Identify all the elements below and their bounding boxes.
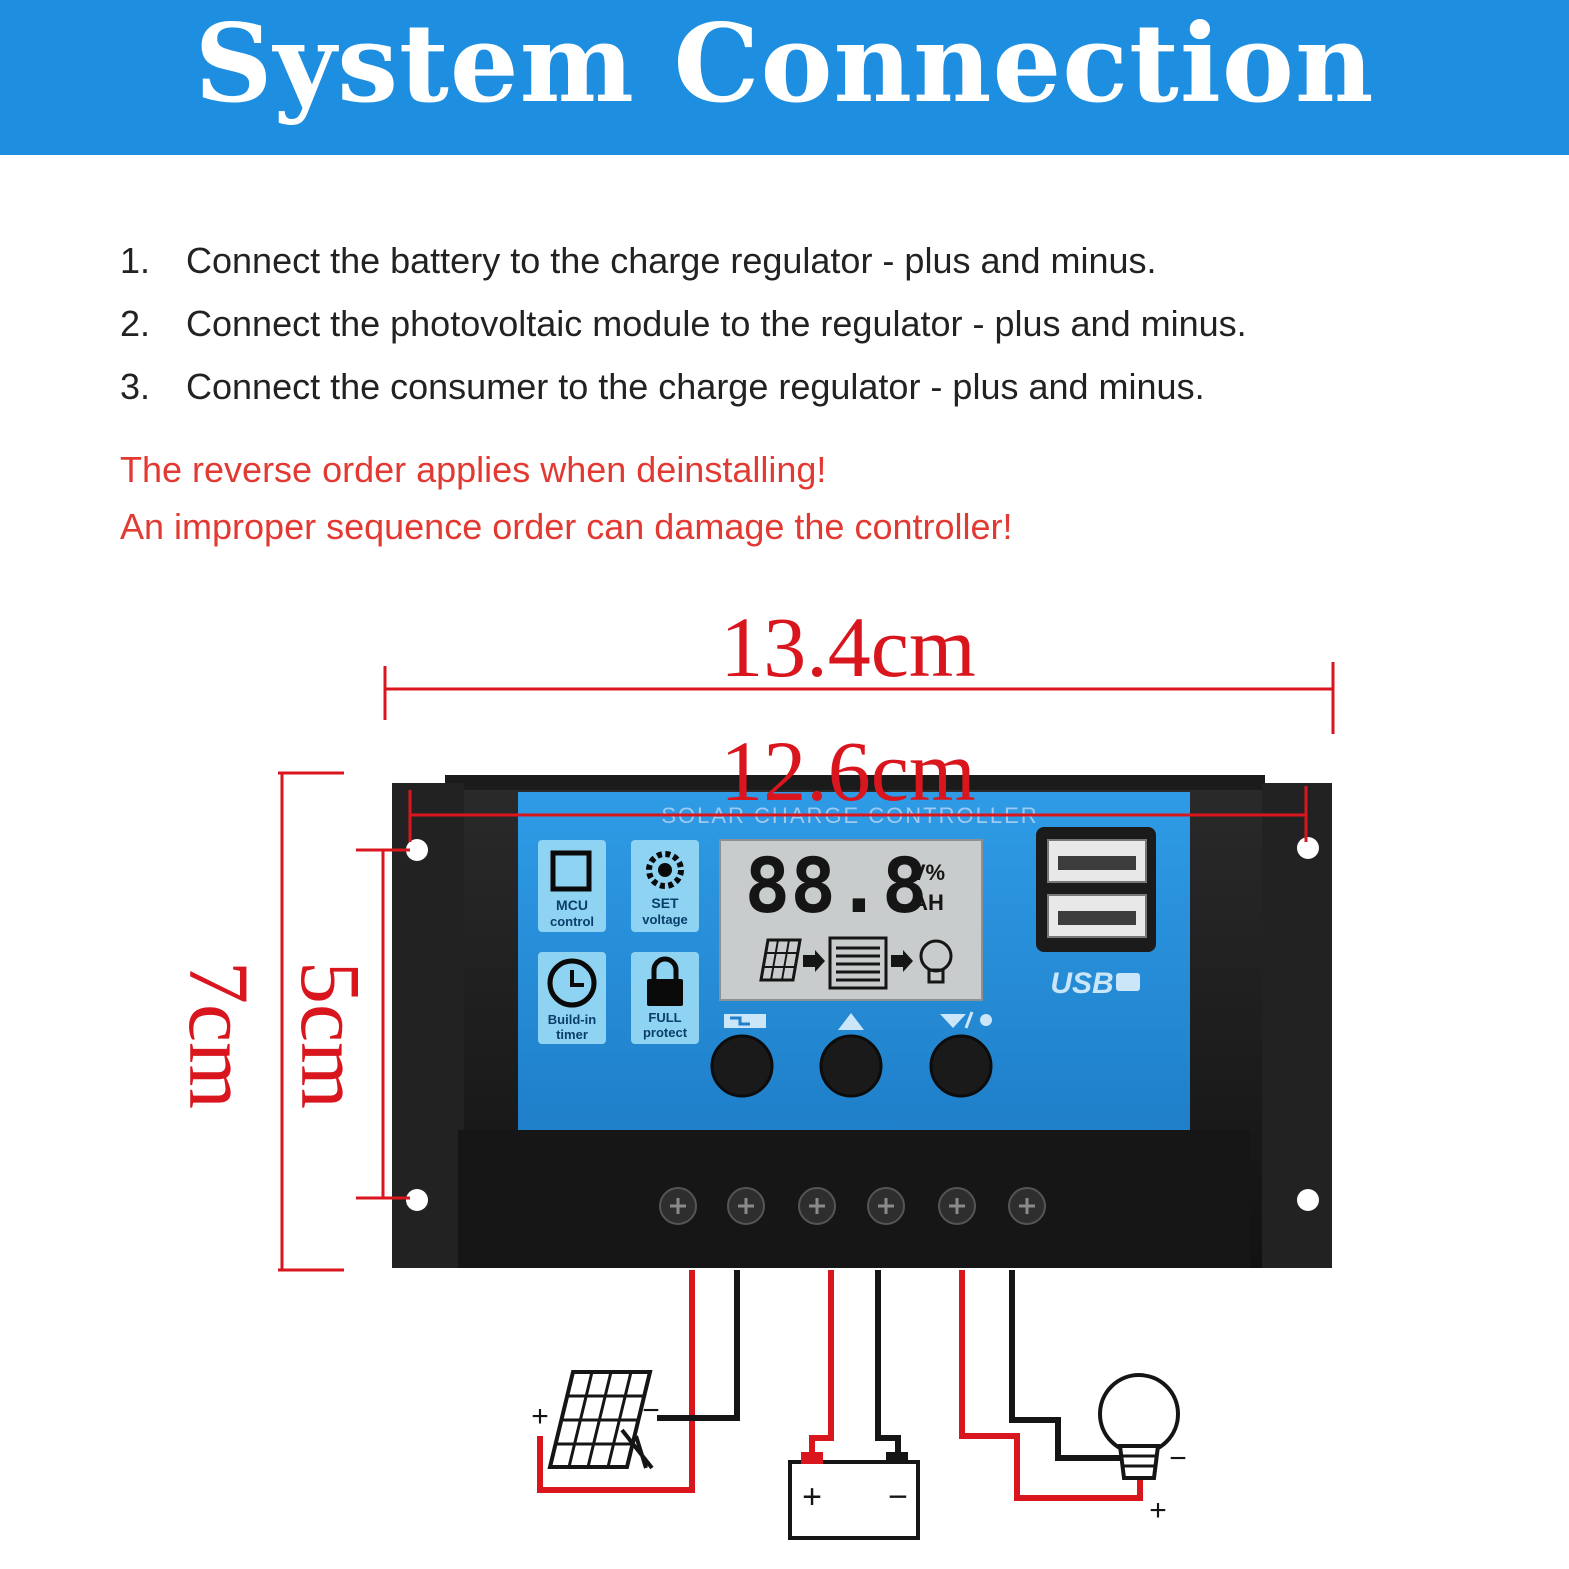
usb-ports: USB <box>1036 827 1156 1000</box>
step-item: 3. Connect the consumer to the charge reg… <box>120 364 1247 427</box>
lcd-battery-icon <box>828 936 888 990</box>
feature-label: control <box>550 914 594 929</box>
left-mounting-flange <box>392 783 464 1268</box>
dimension-outer-width: 13.4cm <box>383 599 1335 734</box>
mounting-hole <box>406 1189 428 1211</box>
step-number: 2. <box>120 303 151 344</box>
up-arrow-icon <box>838 1013 864 1030</box>
feature-label: FULL <box>648 1010 681 1025</box>
step-text: Connect the consumer to the charge regul… <box>186 366 1205 407</box>
dimension-label: 7cm <box>171 961 267 1109</box>
down-button[interactable] <box>929 1034 993 1098</box>
feature-label: protect <box>643 1025 688 1040</box>
solar-negative-wire <box>657 1270 740 1421</box>
mounting-hole <box>1297 1189 1319 1211</box>
solar-panel-icon: + − <box>531 1370 660 1470</box>
feature-label: timer <box>556 1027 588 1042</box>
dimension-inner-height: 5cm <box>283 848 410 1200</box>
load-positive-wire <box>959 1270 1143 1501</box>
load-plus-label: + <box>1149 1494 1167 1527</box>
light-bulb-icon: − + <box>1098 1373 1187 1527</box>
usb-label: USB <box>1050 967 1113 1000</box>
feature-label: Build-in <box>548 1012 596 1027</box>
clock-icon <box>547 958 597 1008</box>
feature-label: MCU <box>556 897 588 913</box>
dimension-inner-width: 12.6cm <box>408 723 1308 842</box>
battery-positive-wire <box>809 1270 834 1460</box>
menu-switch-icon <box>724 1014 766 1028</box>
usb-plug-icon <box>1116 973 1140 991</box>
battery-plus-label: + <box>802 1478 822 1516</box>
right-mounting-flange <box>1262 783 1332 1268</box>
gear-icon <box>646 851 684 889</box>
battery-minus-label: − <box>888 1478 908 1516</box>
solar-minus-label: − <box>642 1394 660 1427</box>
step-item: 1. Connect the battery to the charge regu… <box>120 238 1247 301</box>
solar-positive-wire <box>537 1270 695 1493</box>
page-title: System Connection <box>194 1 1375 127</box>
feature-tile-mcu: MCU control <box>538 840 606 932</box>
step-text: Connect the battery to the charge regula… <box>186 240 1157 281</box>
up-button[interactable] <box>819 1034 883 1098</box>
lock-icon <box>647 956 683 1006</box>
charge-controller: SOLAR CHARGE CONTROLLER MCU control SET … <box>392 775 1332 1268</box>
housing-top-lip <box>445 775 1265 790</box>
load-negative-wire <box>1009 1270 1122 1461</box>
mounting-hole <box>1297 837 1319 859</box>
header-banner: System Connection <box>0 0 1569 155</box>
down-bulb-icon <box>940 1011 992 1029</box>
feature-label: SET <box>651 895 679 911</box>
dimension-outer-height: 7cm <box>171 771 344 1272</box>
feature-tile-set: SET voltage <box>631 840 699 932</box>
solar-plus-label: + <box>531 1400 549 1433</box>
lcd-unit-ah: AH <box>912 890 944 915</box>
battery-negative-wire <box>875 1270 901 1460</box>
feature-label: voltage <box>642 912 688 927</box>
dimension-label: 5cm <box>283 961 379 1109</box>
dimension-label: 12.6cm <box>720 723 976 819</box>
lcd-display: 88.8 V% AH <box>719 839 983 1001</box>
lcd-arrow-icon <box>803 950 825 972</box>
menu-button[interactable] <box>710 1034 774 1098</box>
lcd-bulb-icon <box>919 939 953 984</box>
terminal-block <box>458 1130 1250 1268</box>
warning-reverse-order: The reverse order applies when deinstall… <box>120 449 827 490</box>
lcd-solar-panel-icon <box>759 938 802 982</box>
step-text: Connect the photovoltaic module to the r… <box>186 303 1247 344</box>
step-item: 2. Connect the photovoltaic module to the… <box>120 301 1247 364</box>
battery-icon: + − <box>788 1452 920 1540</box>
step-number: 3. <box>120 366 151 407</box>
steps-list: 1. Connect the battery to the charge regu… <box>120 238 1247 427</box>
load-minus-label: − <box>1169 1442 1187 1475</box>
feature-tile-timer: Build-in timer <box>538 952 606 1044</box>
wiring <box>537 1270 1143 1501</box>
mounting-hole <box>406 839 428 861</box>
warning-improper-sequence: An improper sequence order can damage th… <box>120 506 1013 547</box>
terminal-screws <box>659 1187 1046 1225</box>
lcd-digits: 88.8 <box>744 841 927 930</box>
step-number: 1. <box>120 240 151 281</box>
lcd-arrow-icon <box>891 950 913 972</box>
chip-icon <box>550 850 592 892</box>
lcd-unit-volt: V% <box>911 860 945 885</box>
feature-tile-protect: FULL protect <box>631 952 699 1044</box>
dimension-label: 13.4cm <box>720 599 976 695</box>
